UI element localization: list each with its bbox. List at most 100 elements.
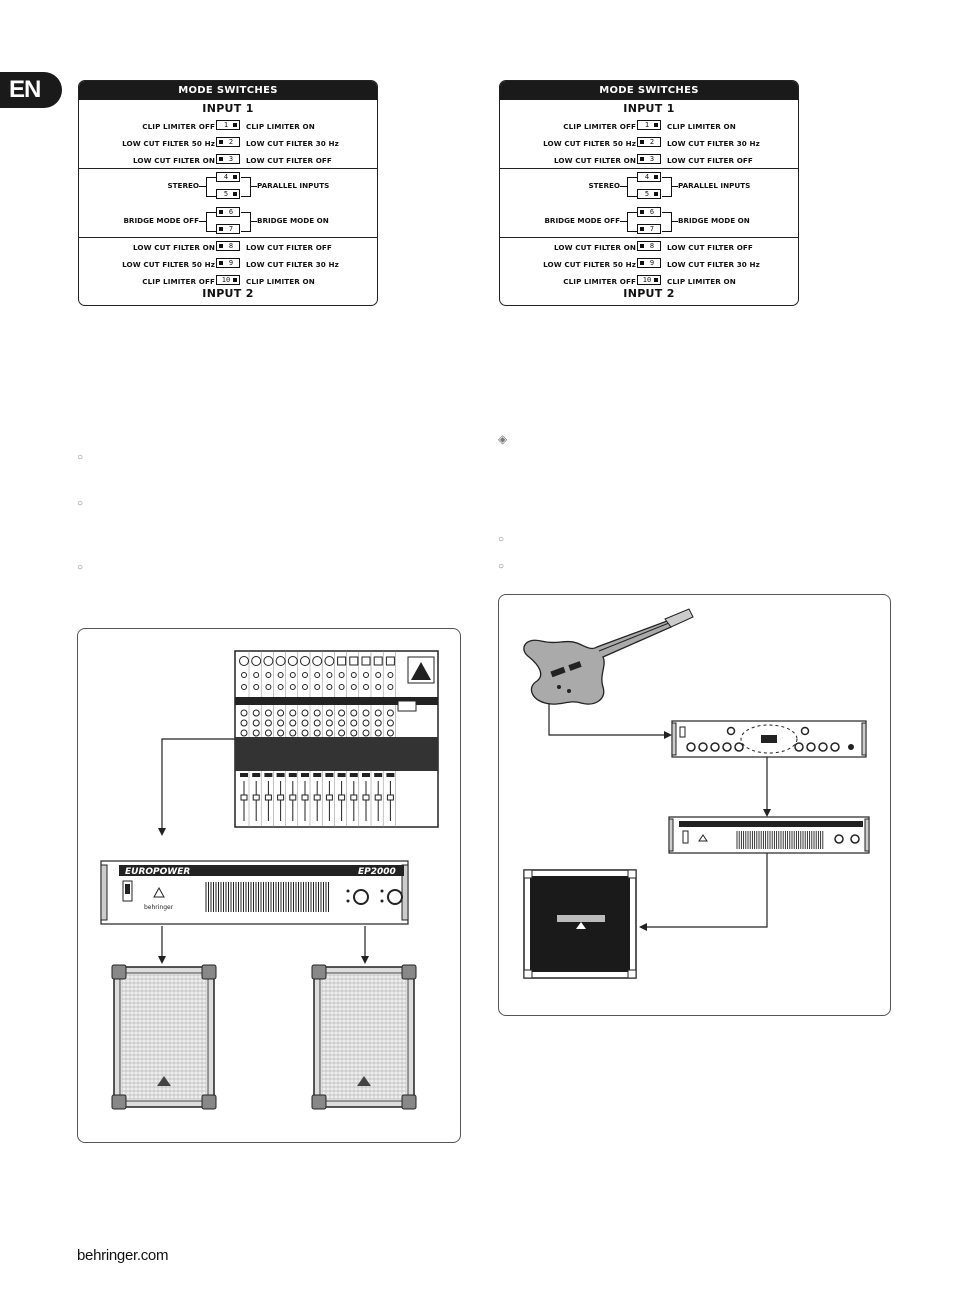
electric-guitar-icon	[523, 608, 694, 705]
bracket-line	[662, 212, 672, 232]
bullet-marker: ○	[77, 498, 84, 509]
amp-model-label: EP2000	[358, 867, 396, 877]
switch-right-label: CLIP LIMITER ON	[667, 277, 736, 286]
mode-switches-title: MODE SWITCHES	[500, 81, 798, 100]
diagram-guitar-amp-cabinet	[498, 594, 891, 1016]
dip-switch-9[interactable]: 9	[637, 258, 661, 268]
dip-switch-5[interactable]: 5	[637, 189, 661, 199]
switch-left-label: LOW CUT FILTER 50 Hz	[122, 260, 215, 269]
mode-switch-row: 4	[79, 172, 377, 185]
dip-switch-3[interactable]: 3	[216, 154, 240, 164]
dip-switch-6[interactable]: 6	[216, 207, 240, 217]
dip-switch-8[interactable]: 8	[637, 241, 661, 251]
bracket-line	[241, 212, 251, 232]
bracket-line	[206, 212, 216, 232]
divider	[500, 168, 798, 169]
divider	[79, 237, 377, 238]
guitar-cabinet-icon	[523, 869, 637, 979]
mode-switch-row: 7	[79, 224, 377, 237]
bracket-line	[627, 212, 637, 232]
dip-switch-1[interactable]: 1	[216, 120, 240, 130]
bracket-line	[662, 177, 672, 197]
bracket-line	[620, 221, 627, 222]
amplifier-icon: EUROPOWER EP2000 behringer	[100, 860, 409, 925]
dip-switch-2[interactable]: 2	[216, 137, 240, 147]
bracket-line	[671, 186, 678, 187]
switch-left-label: LOW CUT FILTER 50 Hz	[543, 139, 636, 148]
dip-switch-2[interactable]: 2	[637, 137, 661, 147]
stereo-label: STEREO	[588, 181, 620, 190]
dip-switch-3[interactable]: 3	[637, 154, 661, 164]
bracket-line	[241, 177, 251, 197]
dip-switch-4[interactable]: 4	[216, 172, 240, 182]
bridge-mode-off-label: BRIDGE MODE OFF	[123, 216, 199, 225]
switch-left-label: CLIP LIMITER OFF	[563, 122, 636, 131]
switch-left-label: CLIP LIMITER OFF	[142, 122, 215, 131]
switch-left-label: LOW CUT FILTER ON	[553, 243, 636, 252]
mode-switch-row: 6	[500, 207, 798, 220]
mixer-icon	[234, 650, 439, 828]
switch-right-label: CLIP LIMITER ON	[667, 122, 736, 131]
speaker-left-icon	[111, 964, 217, 1110]
switch-left-label: LOW CUT FILTER ON	[553, 156, 636, 165]
amp-brand-label: EUROPOWER	[125, 867, 190, 877]
note-icon: ◈	[498, 432, 508, 446]
bracket-line	[206, 177, 216, 197]
bracket-line	[620, 186, 627, 187]
input-1-label: INPUT 1	[623, 102, 675, 115]
setup-diagram-right	[523, 608, 870, 979]
mode-switch-row: 5	[500, 189, 798, 202]
footer-website[interactable]: behringer.com	[77, 1247, 169, 1264]
switch-right-label: LOW CUT FILTER 30 Hz	[246, 139, 339, 148]
switch-right-label: LOW CUT FILTER OFF	[246, 243, 332, 252]
bullet-marker: ○	[77, 452, 84, 463]
mode-switch-row: 6	[79, 207, 377, 220]
bracket-line	[199, 221, 206, 222]
input-2-label: INPUT 2	[202, 287, 254, 300]
input-1-label: INPUT 1	[202, 102, 254, 115]
switch-right-label: CLIP LIMITER ON	[246, 122, 315, 131]
dip-switch-10[interactable]: 10	[216, 275, 240, 285]
dip-switch-6[interactable]: 6	[637, 207, 661, 217]
switch-left-label: LOW CUT FILTER 50 Hz	[543, 260, 636, 269]
dip-switch-10[interactable]: 10	[637, 275, 661, 285]
bridge-mode-off-label: BRIDGE MODE OFF	[544, 216, 620, 225]
dip-switch-8[interactable]: 8	[216, 241, 240, 251]
parallel-inputs-label: PARALLEL INPUTS	[678, 181, 751, 190]
switch-left-label: LOW CUT FILTER ON	[132, 156, 215, 165]
bracket-line	[250, 186, 257, 187]
parallel-inputs-label: PARALLEL INPUTS	[257, 181, 330, 190]
dip-switch-1[interactable]: 1	[637, 120, 661, 130]
bracket-line	[627, 177, 637, 197]
guitar-preamp-icon	[671, 720, 867, 758]
dip-switch-7[interactable]: 7	[637, 224, 661, 234]
setup-diagram-left: EUROPOWER EP2000 behringer	[100, 650, 439, 1110]
diagram-mixer-amp-speakers: EUROPOWER EP2000 behringer	[77, 628, 461, 1143]
input-2-label: INPUT 2	[623, 287, 675, 300]
switch-left-label: LOW CUT FILTER 50 Hz	[122, 139, 215, 148]
mode-switch-row: 5	[79, 189, 377, 202]
dip-switch-5[interactable]: 5	[216, 189, 240, 199]
mode-switches-title: MODE SWITCHES	[79, 81, 377, 100]
bullet-marker: ○	[498, 534, 505, 545]
dip-switch-7[interactable]: 7	[216, 224, 240, 234]
power-amplifier-icon	[668, 816, 870, 854]
switch-right-label: LOW CUT FILTER OFF	[667, 243, 753, 252]
speaker-right-icon	[311, 964, 417, 1110]
switch-left-label: CLIP LIMITER OFF	[563, 277, 636, 286]
dip-switch-9[interactable]: 9	[216, 258, 240, 268]
dip-switch-4[interactable]: 4	[637, 172, 661, 182]
switch-right-label: CLIP LIMITER ON	[246, 277, 315, 286]
bracket-line	[671, 221, 678, 222]
